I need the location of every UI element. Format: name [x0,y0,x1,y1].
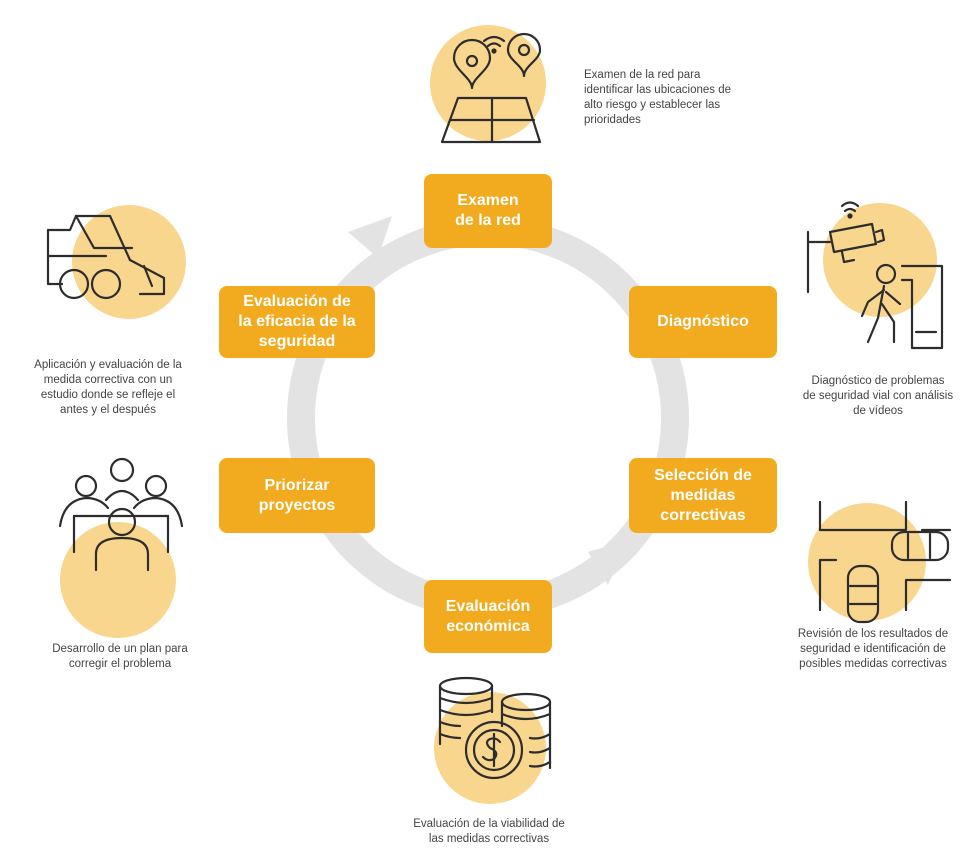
evaluacion-economica-description: Evaluación de la viabilidad de las medid… [413,818,565,845]
step-priorizar-proyectos: Priorizar proyectos [219,458,375,533]
step-seleccion-medidas: Selección de medidas correctivas [629,458,777,533]
step-evaluacion-eficacia: Evaluación de la eficacia de la segurida… [219,286,375,358]
diagnostico-description: Diagnóstico de problemas de seguridad vi… [802,375,954,417]
people-meeting-icon [58,457,184,572]
diagnostico-icon-circle [823,203,937,317]
bulldozer-icon [46,214,166,300]
cycle-arrow-top [348,216,392,258]
eficacia-description: Aplicación y evaluación de la medida cor… [34,359,182,416]
step-evaluacion-economica: Evaluación económica [424,580,552,653]
step-examen-de-la-red: Examen de la red [424,174,552,248]
priorizar-description: Desarrollo de un plan para corregir el p… [52,643,188,670]
camera-pedestrian-icon [806,201,944,350]
seleccion-description: Revisión de los resultados de seguridad … [797,628,949,670]
eficacia-icon-circle [72,205,186,319]
cars-intersection-icon [818,500,952,624]
coins-icon [438,676,552,780]
map-pins-icon [440,32,542,144]
step-diagnostico: Diagnóstico [629,286,777,358]
examen-description: Examen de la red para identificar las ub… [584,69,732,126]
priorizar-icon-circle [60,522,176,638]
cycle-arrow-right [588,540,628,585]
